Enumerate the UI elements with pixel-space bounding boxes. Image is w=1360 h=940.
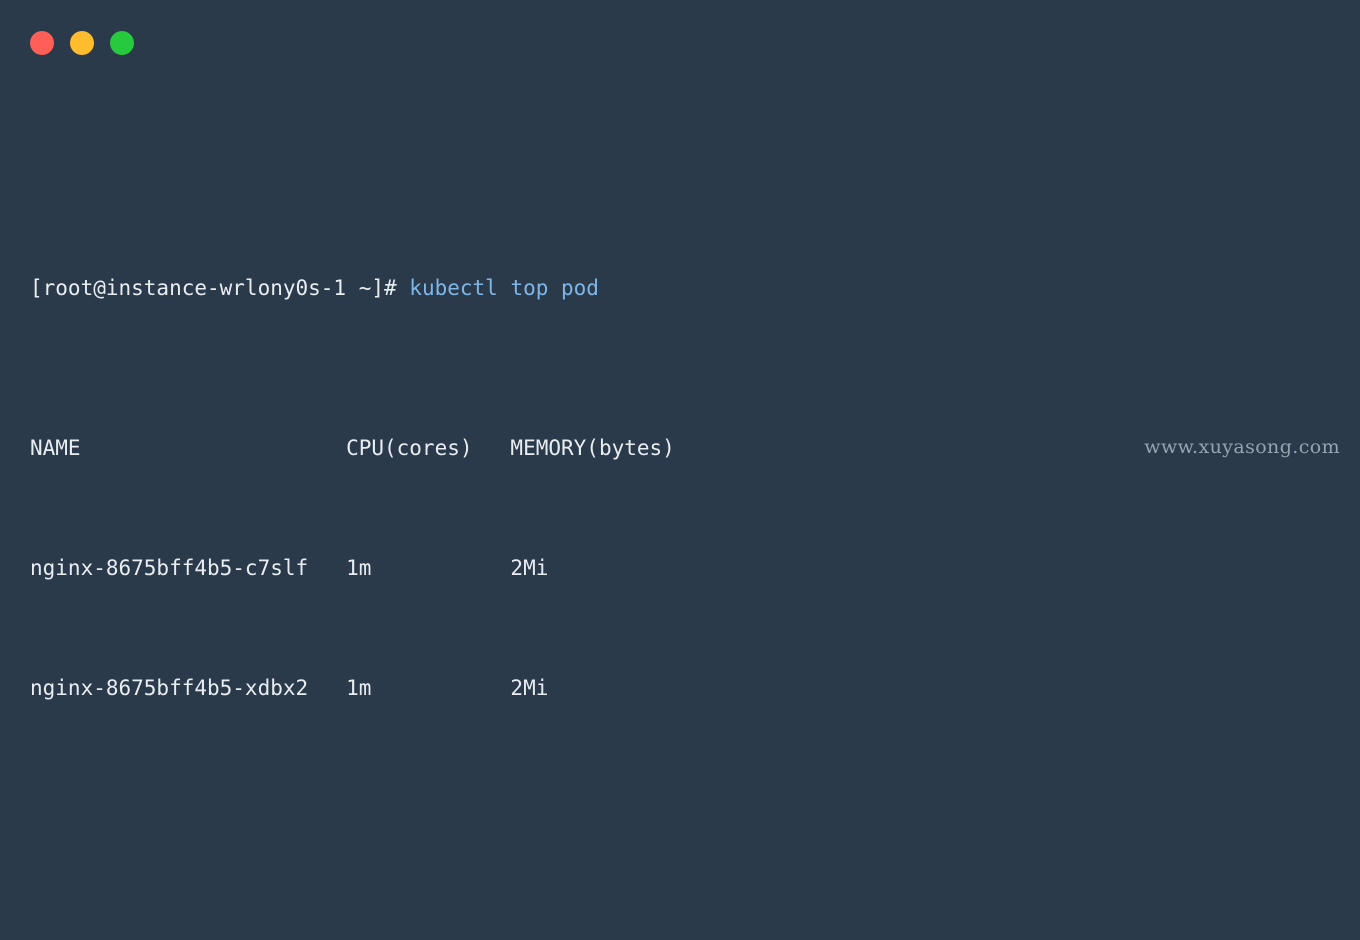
blank-line <box>30 828 1360 868</box>
output-row: nginx-8675bff4b5-c7slf 1m 2Mi <box>30 556 549 580</box>
close-window-button[interactable] <box>30 31 54 55</box>
maximize-window-button[interactable] <box>110 31 134 55</box>
shell-prompt: [root@instance-wrlony0s-1 ~]# <box>30 276 397 300</box>
shell-command: kubectl top pod <box>396 276 599 300</box>
output-row: nginx-8675bff4b5-xdbx2 1m 2Mi <box>30 676 549 700</box>
terminal-output-area[interactable]: [root@instance-wrlony0s-1 ~]# kubectl to… <box>30 108 1360 940</box>
watermark: www.xuyasong.com <box>1144 436 1340 458</box>
command-line: [root@instance-wrlony0s-1 ~]# kubectl to… <box>30 268 1360 308</box>
output-header-row: NAME CPU(cores) MEMORY(bytes) <box>30 436 675 460</box>
window-titlebar <box>0 0 1360 86</box>
minimize-window-button[interactable] <box>70 31 94 55</box>
terminal-window: [root@instance-wrlony0s-1 ~]# kubectl to… <box>0 0 1360 700</box>
